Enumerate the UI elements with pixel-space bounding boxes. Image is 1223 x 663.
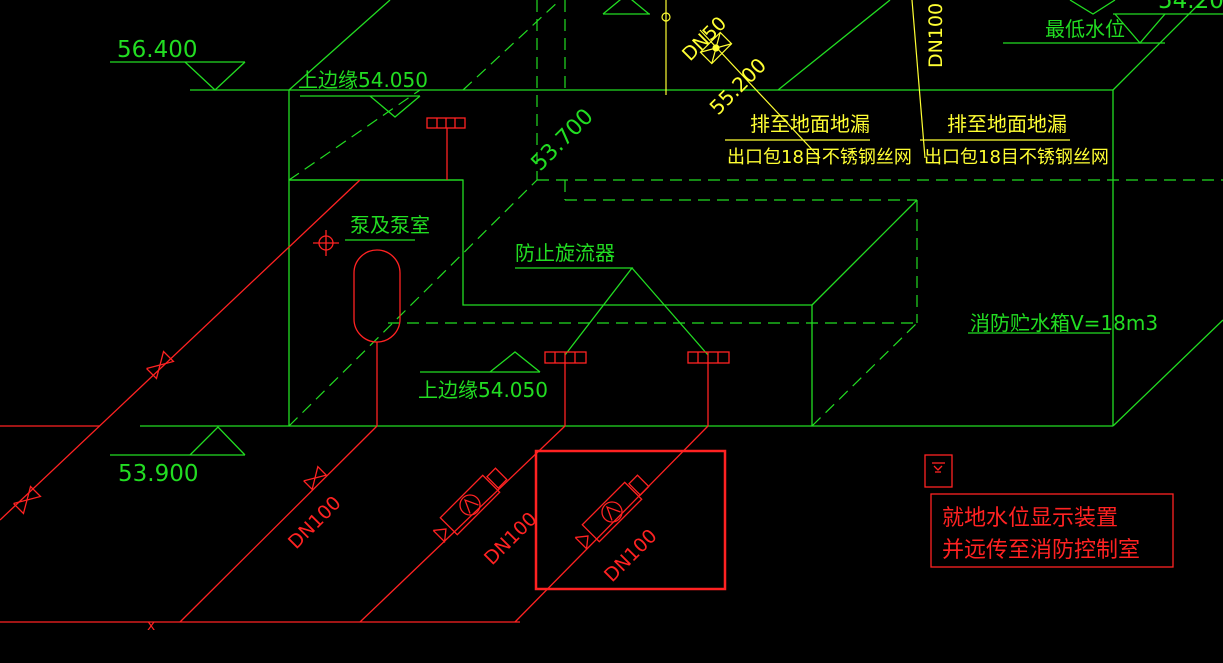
level-triangle-top-right <box>1069 0 1116 15</box>
pump-symbol-right <box>574 474 650 551</box>
dn50-label: DN50 <box>678 12 731 65</box>
iso-edge-top-mid <box>777 0 891 91</box>
dash-iso-2 <box>288 89 421 181</box>
anti-vortex-label: 防止旋流器 <box>515 241 615 265</box>
level-triangles <box>110 0 1166 456</box>
pump-symbol-left <box>432 467 508 544</box>
dn100-mid-label: DN100 <box>480 508 542 570</box>
level-note-line2: 并远传至消防控制室 <box>942 538 1140 563</box>
iso-edge-top-right <box>1112 0 1204 91</box>
valve-mid-pipe <box>303 465 328 491</box>
dn100-box-label: DN100 <box>600 525 662 587</box>
iso-edge-bottom <box>811 199 918 306</box>
dn50-valve <box>699 31 733 65</box>
level-triangle-lower-edge <box>489 351 541 373</box>
dashed-structure <box>288 0 1223 427</box>
tank-structure <box>140 0 1223 427</box>
dash-iso-4 <box>462 0 561 91</box>
elevation-53-900: 53.900 <box>118 461 198 487</box>
elevation-56-400: 56.400 <box>117 37 197 63</box>
check-valve-left-lower <box>13 485 42 515</box>
pump-room-label: 泵及泵室 <box>350 213 430 237</box>
level-indicator-device <box>924 454 953 488</box>
drain-note-1-line2: 出口包18目不锈钢丝网 <box>727 147 912 168</box>
check-valve-left-upper <box>146 350 175 380</box>
top-edge-upper-label: 上边缘54.050 <box>298 68 428 92</box>
dn100-top-label: DN100 <box>925 3 947 68</box>
iso-edge-right <box>1112 319 1223 427</box>
selection-highlight-box[interactable] <box>534 449 727 591</box>
dash-iso-3 <box>811 322 918 427</box>
lowest-water-level-label: 最低水位 <box>1045 17 1125 41</box>
elevation-54-2: 54.20 <box>1158 0 1223 14</box>
level-triangle-lowest <box>1114 13 1166 44</box>
crosshair-symbol <box>313 230 339 256</box>
diagonal-55-200: 55.200 <box>705 53 771 119</box>
dash-iso-1 <box>288 179 538 427</box>
drain-note-1-line1: 排至地面地漏 <box>750 112 870 136</box>
level-note-box <box>930 493 1174 568</box>
x-mark: x <box>147 618 155 634</box>
iso-edge-top-left <box>288 0 391 91</box>
drain-note-2-line2: 出口包18目不锈钢丝网 <box>924 147 1109 168</box>
fire-tank-volume-label: 消防贮水箱V=18m3 <box>970 311 1158 335</box>
yellow-annotations <box>661 0 1070 159</box>
anti-vortex-v <box>515 267 634 356</box>
level-triangle-53-900 <box>189 426 246 456</box>
drain-note-2-line1: 排至地面地漏 <box>947 112 1067 136</box>
top-edge-lower-label: 上边缘54.050 <box>418 378 548 402</box>
dn100-left-label: DN100 <box>284 492 346 554</box>
level-note-line1: 就地水位显示装置 <box>942 506 1118 531</box>
anti-vortex-right <box>631 267 709 356</box>
pump-vessel <box>353 249 401 343</box>
level-triangle-upper-edge <box>369 95 421 118</box>
level-triangle-56-400 <box>184 61 246 91</box>
red-piping <box>0 117 1174 623</box>
